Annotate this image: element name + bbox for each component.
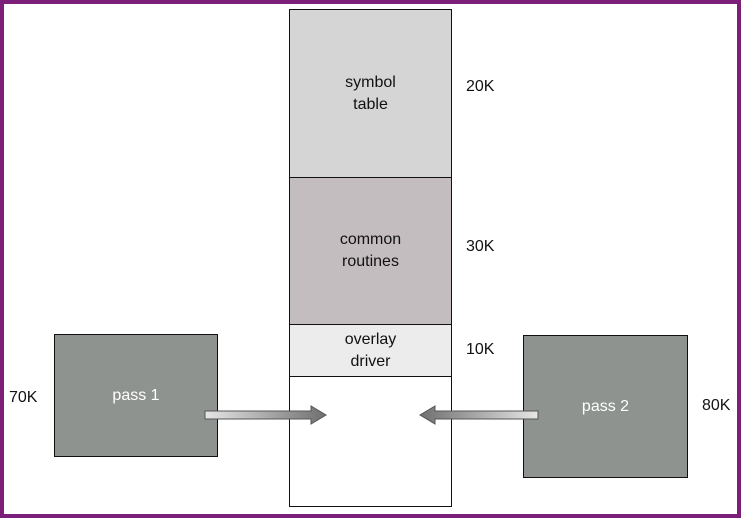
pass2-block: pass 2: [523, 335, 688, 478]
overlay-driver-size: 10K: [466, 341, 495, 358]
symbol-table-label-line2: table: [353, 95, 388, 113]
pass2-arrow: [419, 405, 539, 425]
overlay-area-block: [289, 376, 452, 507]
symbol-table-block: symbol table: [289, 9, 452, 178]
common-routines-block: common routines: [289, 177, 452, 325]
pass1-arrow: [204, 405, 327, 425]
overlay-driver-label-line2: driver: [350, 352, 391, 370]
pass2-label: pass 2: [581, 397, 630, 415]
pass1-block: pass 1: [54, 334, 218, 457]
symbol-table-size: 20K: [466, 78, 495, 95]
pass1-label: pass 1: [112, 386, 160, 404]
overlay-driver-block: overlay driver: [289, 324, 452, 377]
pass2-size: 80K: [702, 397, 731, 414]
pass1-size: 70K: [9, 389, 38, 406]
common-routines-label-line1: common: [339, 231, 402, 248]
overlay-driver-label-line1: overlay: [344, 330, 397, 348]
common-routines-label-line2: routines: [342, 253, 399, 270]
common-routines-size: 30K: [466, 238, 495, 255]
symbol-table-label-line1: symbol: [345, 73, 396, 91]
